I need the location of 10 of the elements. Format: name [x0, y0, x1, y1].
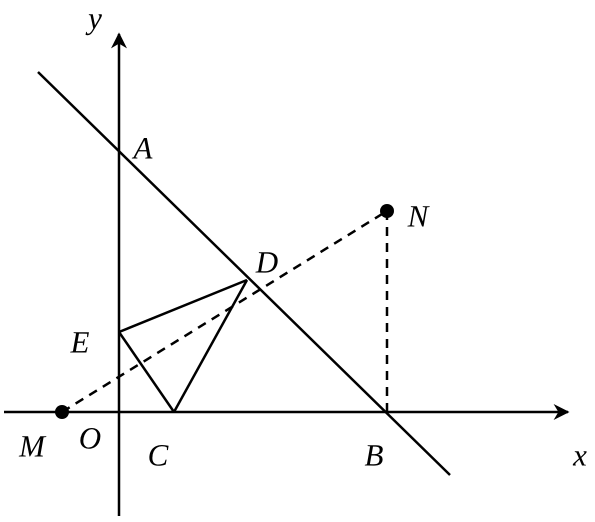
- point-label: E: [70, 326, 90, 358]
- point-label: O: [78, 422, 102, 454]
- point-label: C: [148, 440, 168, 470]
- point-label: B: [364, 440, 384, 470]
- point-label: N: [408, 200, 428, 232]
- point-label: x: [573, 440, 587, 470]
- point-label: D: [256, 246, 278, 278]
- point-label: y: [88, 2, 102, 34]
- point-label: M: [19, 430, 45, 462]
- point-label: A: [134, 132, 152, 164]
